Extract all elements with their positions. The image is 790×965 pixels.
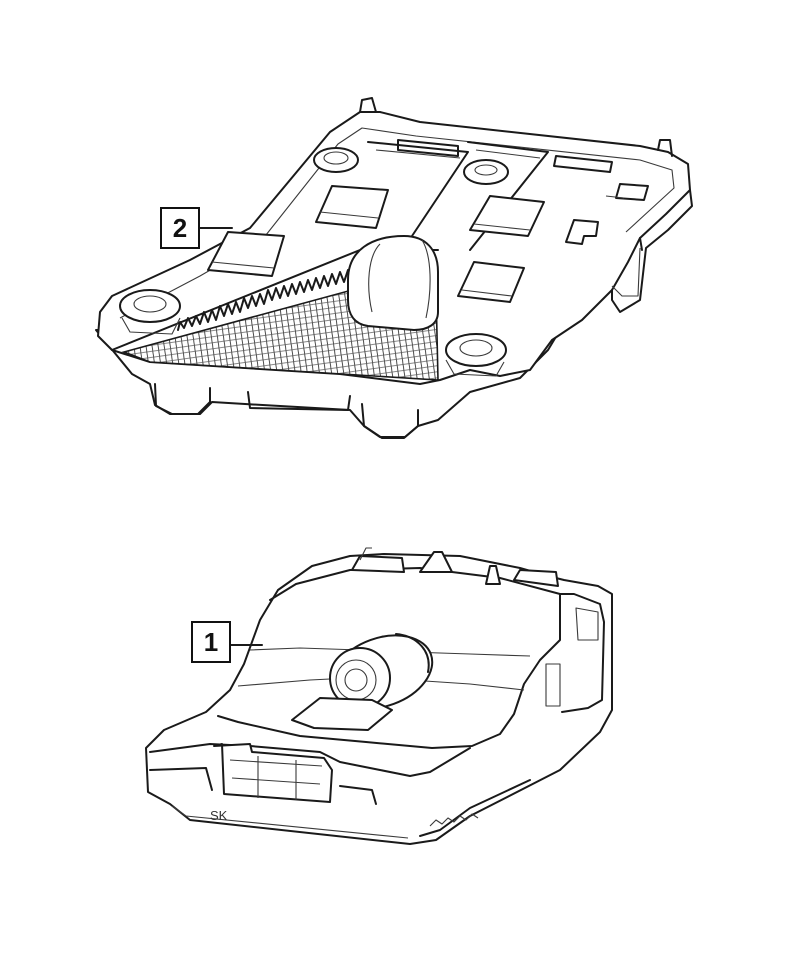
callout-label-2: 2 bbox=[160, 207, 200, 249]
callout-label-1: 1 bbox=[191, 621, 231, 663]
part1-marking-label: SK bbox=[210, 808, 228, 823]
mounting-bracket-drawing bbox=[95, 97, 693, 439]
camera-module-drawing bbox=[145, 547, 613, 845]
